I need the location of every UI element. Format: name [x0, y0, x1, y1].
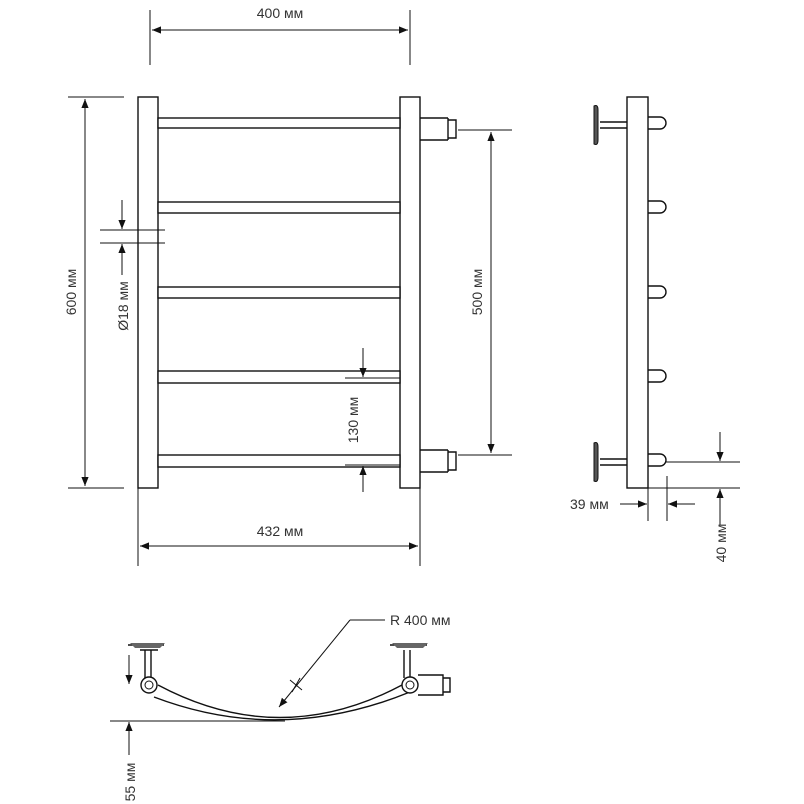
dimension-radius: R 400 мм: [278, 612, 451, 708]
top-view: [128, 643, 451, 721]
left-joint: [140, 676, 158, 694]
dimension-500: 500 мм: [458, 129, 512, 456]
side-hooks: [648, 116, 667, 467]
dimension-432: 432 мм: [137, 488, 421, 566]
right-joint: [401, 676, 419, 694]
side-fitting: [418, 674, 451, 696]
label-diameter: Ø18 мм: [115, 281, 131, 331]
wall-brackets: [593, 105, 627, 482]
dimension-600: 600 мм: [63, 96, 124, 489]
dimension-diameter: Ø18 мм: [100, 200, 165, 331]
dimension-55: 55 мм: [110, 655, 285, 801]
fitting-bottom: [420, 449, 457, 473]
right-bracket: [390, 644, 427, 678]
rail: [157, 370, 401, 384]
label-600: 600 мм: [63, 269, 79, 316]
right-post: [399, 96, 421, 489]
dimension-130: 130 мм: [345, 348, 400, 492]
dimension-400: 400 мм: [149, 5, 411, 65]
label-432: 432 мм: [257, 523, 304, 539]
label-400: 400 мм: [257, 5, 304, 21]
rail: [157, 117, 401, 129]
label-40: 40 мм: [713, 524, 729, 563]
side-view: [593, 96, 667, 489]
fitting-top: [420, 117, 457, 141]
connection-fittings: [420, 117, 457, 473]
rail: [157, 454, 401, 468]
left-bracket: [128, 644, 164, 678]
label-130: 130 мм: [345, 397, 361, 444]
left-post: [137, 96, 159, 489]
rail: [157, 201, 401, 214]
label-radius: R 400 мм: [390, 612, 451, 628]
rail: [157, 286, 401, 299]
label-500: 500 мм: [469, 269, 485, 316]
side-post: [626, 96, 649, 489]
rails: [157, 117, 401, 468]
label-39: 39 мм: [570, 496, 609, 512]
label-55: 55 мм: [122, 763, 138, 802]
dimension-39: 39 мм: [570, 470, 695, 521]
front-view: [137, 96, 457, 489]
dimension-40: 40 мм: [648, 432, 740, 562]
